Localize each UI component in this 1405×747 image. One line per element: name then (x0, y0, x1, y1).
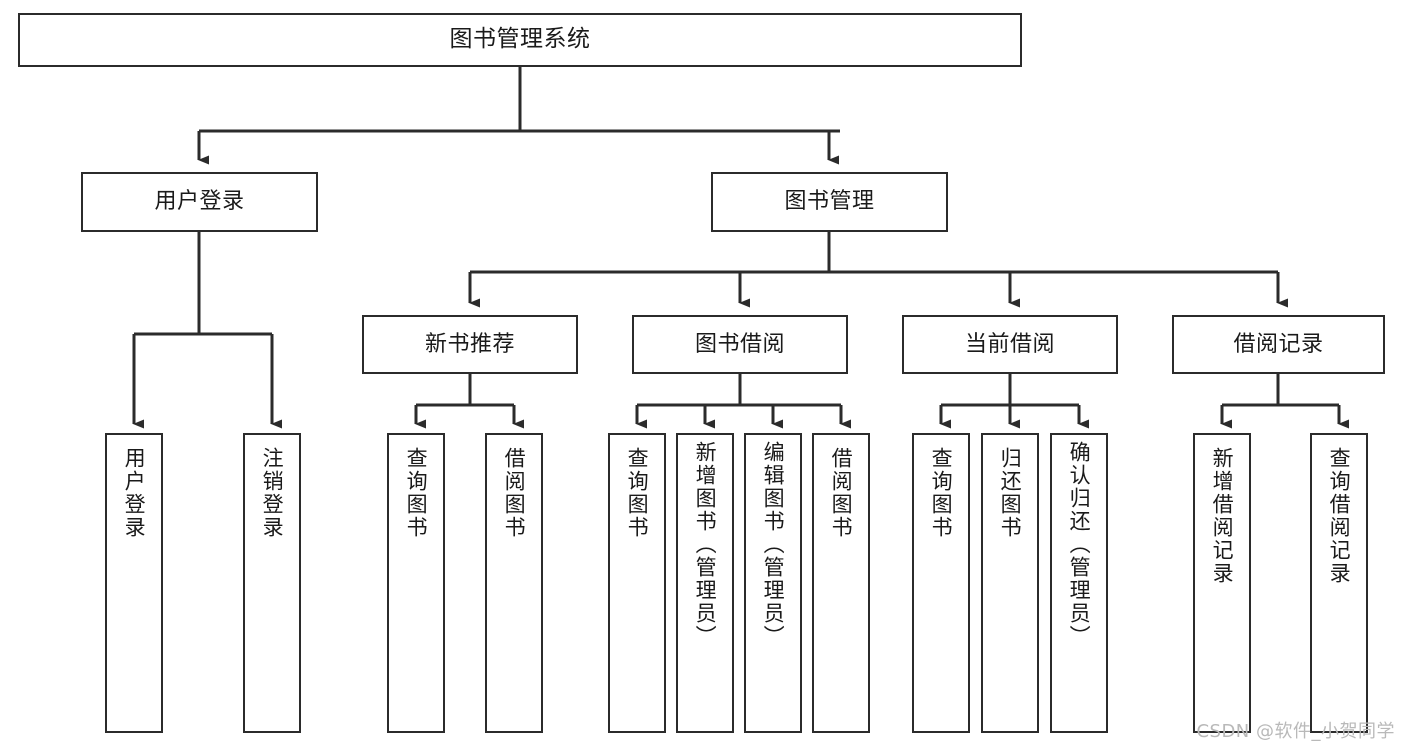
node-borrow-record[interactable]: 借阅记录 (1172, 315, 1385, 374)
node-leaf-edit-book[interactable]: 编辑图书（管理员） (744, 433, 802, 733)
node-leaf-add-book-label: 新增图书（管理员） (693, 441, 718, 648)
node-current-borrow-label: 当前借阅 (964, 331, 1055, 357)
node-new-book-recommend[interactable]: 新书推荐 (362, 315, 578, 374)
node-book-management[interactable]: 图书管理 (711, 172, 948, 232)
node-leaf-query-book-2-label: 查询图书 (625, 447, 650, 539)
node-root[interactable]: 图书管理系统 (18, 13, 1022, 67)
node-leaf-return-book-label: 归还图书 (998, 447, 1023, 539)
node-leaf-query-book-1-label: 查询图书 (404, 447, 429, 539)
node-leaf-query-book-3[interactable]: 查询图书 (912, 433, 970, 733)
node-book-borrow[interactable]: 图书借阅 (632, 315, 848, 374)
node-current-borrow[interactable]: 当前借阅 (902, 315, 1118, 374)
node-leaf-return-book[interactable]: 归还图书 (981, 433, 1039, 733)
node-leaf-add-record[interactable]: 新增借阅记录 (1193, 433, 1251, 733)
node-leaf-user-login-label: 用户登录 (122, 447, 147, 539)
watermark-text: CSDN @软件_小贺同学 (1196, 721, 1395, 742)
node-borrow-record-label: 借阅记录 (1233, 331, 1324, 357)
node-leaf-borrow-book-1-label: 借阅图书 (502, 447, 527, 539)
node-user-login[interactable]: 用户登录 (81, 172, 318, 232)
node-leaf-query-book-2[interactable]: 查询图书 (608, 433, 666, 733)
node-new-book-recommend-label: 新书推荐 (424, 331, 515, 357)
node-leaf-confirm-return[interactable]: 确认归还（管理员） (1050, 433, 1108, 733)
node-book-management-label: 图书管理 (784, 189, 875, 215)
node-leaf-user-login[interactable]: 用户登录 (105, 433, 163, 733)
node-leaf-query-record-label: 查询借阅记录 (1327, 447, 1352, 585)
node-leaf-borrow-book-1[interactable]: 借阅图书 (485, 433, 543, 733)
node-leaf-edit-book-label: 编辑图书（管理员） (761, 441, 786, 648)
node-leaf-query-book-1[interactable]: 查询图书 (387, 433, 445, 733)
node-root-label: 图书管理系统 (449, 26, 591, 53)
node-leaf-confirm-return-label: 确认归还（管理员） (1067, 441, 1092, 648)
node-leaf-query-record[interactable]: 查询借阅记录 (1310, 433, 1368, 733)
node-leaf-query-book-3-label: 查询图书 (929, 447, 954, 539)
node-leaf-borrow-book-2-label: 借阅图书 (829, 447, 854, 539)
node-leaf-user-logout[interactable]: 注销登录 (243, 433, 301, 733)
node-leaf-user-logout-label: 注销登录 (260, 447, 285, 539)
node-leaf-add-record-label: 新增借阅记录 (1210, 447, 1235, 585)
node-leaf-add-book[interactable]: 新增图书（管理员） (676, 433, 734, 733)
node-user-login-label: 用户登录 (154, 189, 245, 215)
node-leaf-borrow-book-2[interactable]: 借阅图书 (812, 433, 870, 733)
node-book-borrow-label: 图书借阅 (694, 331, 785, 357)
